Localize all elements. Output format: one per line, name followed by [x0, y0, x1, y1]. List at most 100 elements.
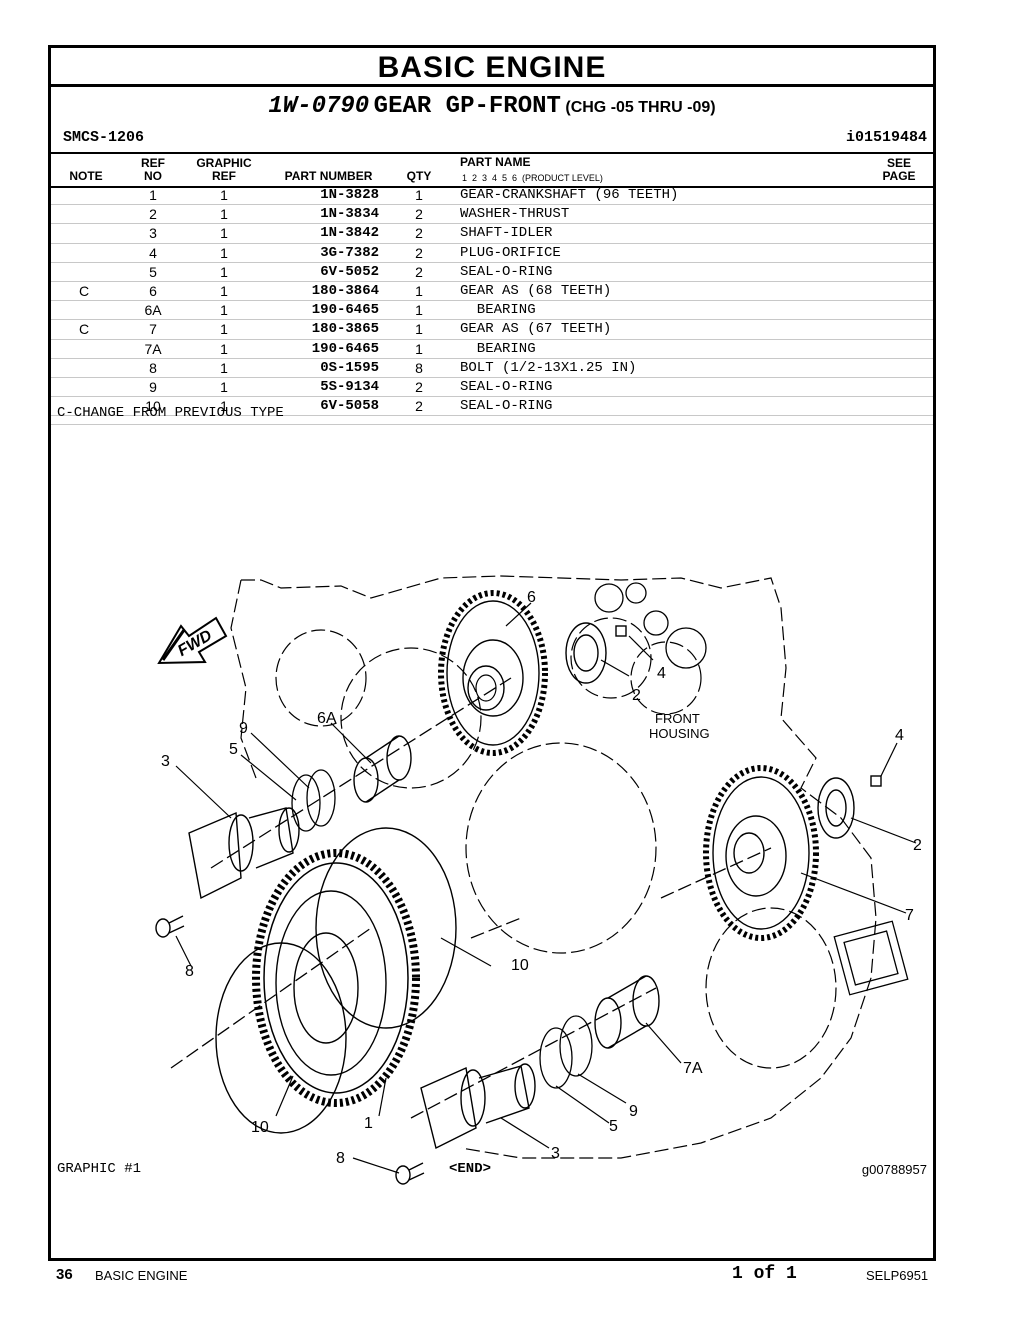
row-part-name: BEARING: [460, 340, 536, 357]
callout-9-upper: 9: [239, 720, 248, 737]
row-ref: 8: [149, 359, 157, 376]
row-graphic-ref: 1: [220, 340, 228, 357]
table-row: 4 1 3G-7382 2 PLUG-ORIFICE: [51, 244, 933, 263]
row-part-number[interactable]: 190-6465: [311, 340, 379, 357]
o-ring-seals-upper: [291, 769, 336, 832]
fwd-arrow-icon: FWD: [157, 616, 228, 665]
row-note: C: [78, 282, 90, 299]
orifice-plug-upper: [615, 625, 627, 637]
header-see-line1: SEE: [886, 156, 911, 170]
row-part-number[interactable]: 180-3864: [311, 282, 379, 299]
row-qty: 2: [415, 225, 423, 242]
callout-4-lower: 4: [895, 727, 904, 744]
header-ref-line2: NO: [144, 169, 162, 183]
end-marker: <END>: [449, 1161, 492, 1177]
row-qty: 1: [415, 282, 423, 299]
row-ref: 6: [149, 282, 157, 299]
row-ref: 1: [149, 187, 157, 203]
row-qty: 2: [415, 206, 423, 223]
row-qty: 8: [415, 359, 423, 376]
row-ref: 5: [149, 263, 157, 280]
parts-table: 1 1 1N-3828 1 GEAR-CRANKSHAFT (96 TEETH)…: [51, 186, 933, 417]
row-qty: 2: [415, 263, 423, 280]
row-part-name: GEAR-CRANKSHAFT (96 TEETH): [460, 187, 679, 203]
callout-5-upper: 5: [229, 741, 238, 758]
idler-shaft-lower: [420, 1063, 536, 1150]
row-graphic-ref: 1: [220, 244, 228, 261]
front-housing-label-1: FRONT: [655, 711, 700, 726]
row-qty: 1: [415, 340, 423, 357]
header-graphic-line2: REF: [212, 169, 236, 183]
callout-8-upper: 8: [185, 963, 194, 980]
row-qty: 1: [415, 302, 423, 319]
row-graphic-ref: 1: [220, 282, 228, 299]
o-ring-seal-10-upper: [315, 827, 457, 1029]
row-graphic-ref: 1: [220, 302, 228, 319]
row-graphic-ref: 1: [220, 359, 228, 376]
row-part-name: SEAL-O-RING: [460, 263, 553, 280]
front-housing-label-2: HOUSING: [649, 726, 710, 741]
row-ref: 4: [149, 244, 157, 261]
row-part-number[interactable]: 0S-1595: [320, 359, 379, 376]
row-qty: 1: [415, 187, 423, 203]
row-part-number[interactable]: 180-3865: [311, 321, 379, 338]
row-ref: 3: [149, 225, 157, 242]
row-part-name: GEAR AS (67 TEETH): [460, 321, 612, 338]
footer-publication-code: SELP6951: [866, 1268, 929, 1283]
row-ref: 9: [149, 378, 157, 395]
group-change-range: (CHG -05 THRU -09): [565, 99, 716, 116]
callout-6: 6: [527, 589, 536, 606]
header-see-line2: PAGE: [882, 169, 916, 183]
row-part-number[interactable]: 190-6465: [311, 302, 379, 319]
row-ref: 10: [145, 398, 161, 415]
page-frame: BASIC ENGINE 1W-0790 GEAR GP-FRONT (CHG …: [48, 45, 936, 1261]
table-row: 5 1 6V-5052 2 SEAL-O-RING: [51, 263, 933, 282]
smcs-code: SMCS-1206: [63, 129, 145, 146]
callout-10-upper: 10: [511, 957, 529, 974]
table-row: C 7 1 180-3865 1 GEAR AS (67 TEETH): [51, 320, 933, 340]
row-graphic-ref: 1: [220, 378, 228, 395]
row-ref: 6A: [144, 302, 162, 319]
callout-2-lower: 2: [913, 837, 921, 854]
orifice-plug-lower: [870, 775, 882, 787]
row-graphic-ref: 1: [220, 321, 228, 338]
footer-page-number: 36: [56, 1266, 73, 1283]
row-part-name: GEAR AS (68 TEETH): [460, 282, 612, 299]
o-ring-seals-lower: [539, 1015, 593, 1089]
row-part-name: WASHER-THRUST: [460, 206, 570, 223]
header-graphic-line1: GRAPHIC: [196, 156, 252, 170]
row-part-number[interactable]: 1N-3834: [320, 206, 379, 223]
page-title: BASIC ENGINE: [51, 48, 933, 87]
callout-2-upper: 2: [632, 687, 641, 704]
row-part-number[interactable]: 1N-3842: [320, 225, 379, 242]
header-qty: QTY: [406, 169, 432, 183]
row-qty: 2: [415, 244, 423, 261]
housing-bosses: [594, 582, 909, 996]
callout-3-lower: 3: [551, 1145, 560, 1162]
thrust-washer-lower: [817, 777, 855, 839]
footer-section: BASIC ENGINE: [95, 1268, 188, 1283]
callout-7a: 7A: [683, 1060, 703, 1077]
row-graphic-ref: 1: [220, 225, 228, 242]
callout-labels: 6 4 2 9 6A 5 3 4 2 7 8 10 10 1 7A 9 5 3 …: [161, 589, 921, 1167]
row-part-number[interactable]: 3G-7382: [320, 244, 379, 261]
footer-page-count: 1 of 1: [732, 1264, 797, 1284]
table-row: C 6 1 180-3864 1 GEAR AS (68 TEETH): [51, 282, 933, 302]
row-part-number[interactable]: 1N-3828: [320, 187, 379, 203]
document-id: i01519484: [845, 129, 927, 146]
idler-gear-lower: [703, 765, 819, 941]
group-part-number: 1W-0790: [268, 93, 370, 120]
row-part-name: BOLT (1/2-13X1.25 IN): [460, 359, 637, 376]
thrust-washer-upper: [565, 622, 607, 684]
table-row: 6A 1 190-6465 1 BEARING: [51, 301, 933, 321]
row-part-number[interactable]: 5S-9134: [320, 378, 379, 395]
row-part-name: PLUG-ORIFICE: [460, 244, 561, 261]
callout-7: 7: [905, 907, 914, 924]
row-part-number[interactable]: 6V-5052: [320, 263, 379, 280]
row-part-number[interactable]: 6V-5058: [320, 398, 379, 415]
bolt-8-upper: [155, 915, 185, 938]
row-ref: 2: [149, 206, 157, 223]
row-ref: 7A: [144, 340, 162, 357]
callout-10-lower: 10: [251, 1119, 269, 1136]
graphic-id: g00788957: [861, 1162, 927, 1177]
